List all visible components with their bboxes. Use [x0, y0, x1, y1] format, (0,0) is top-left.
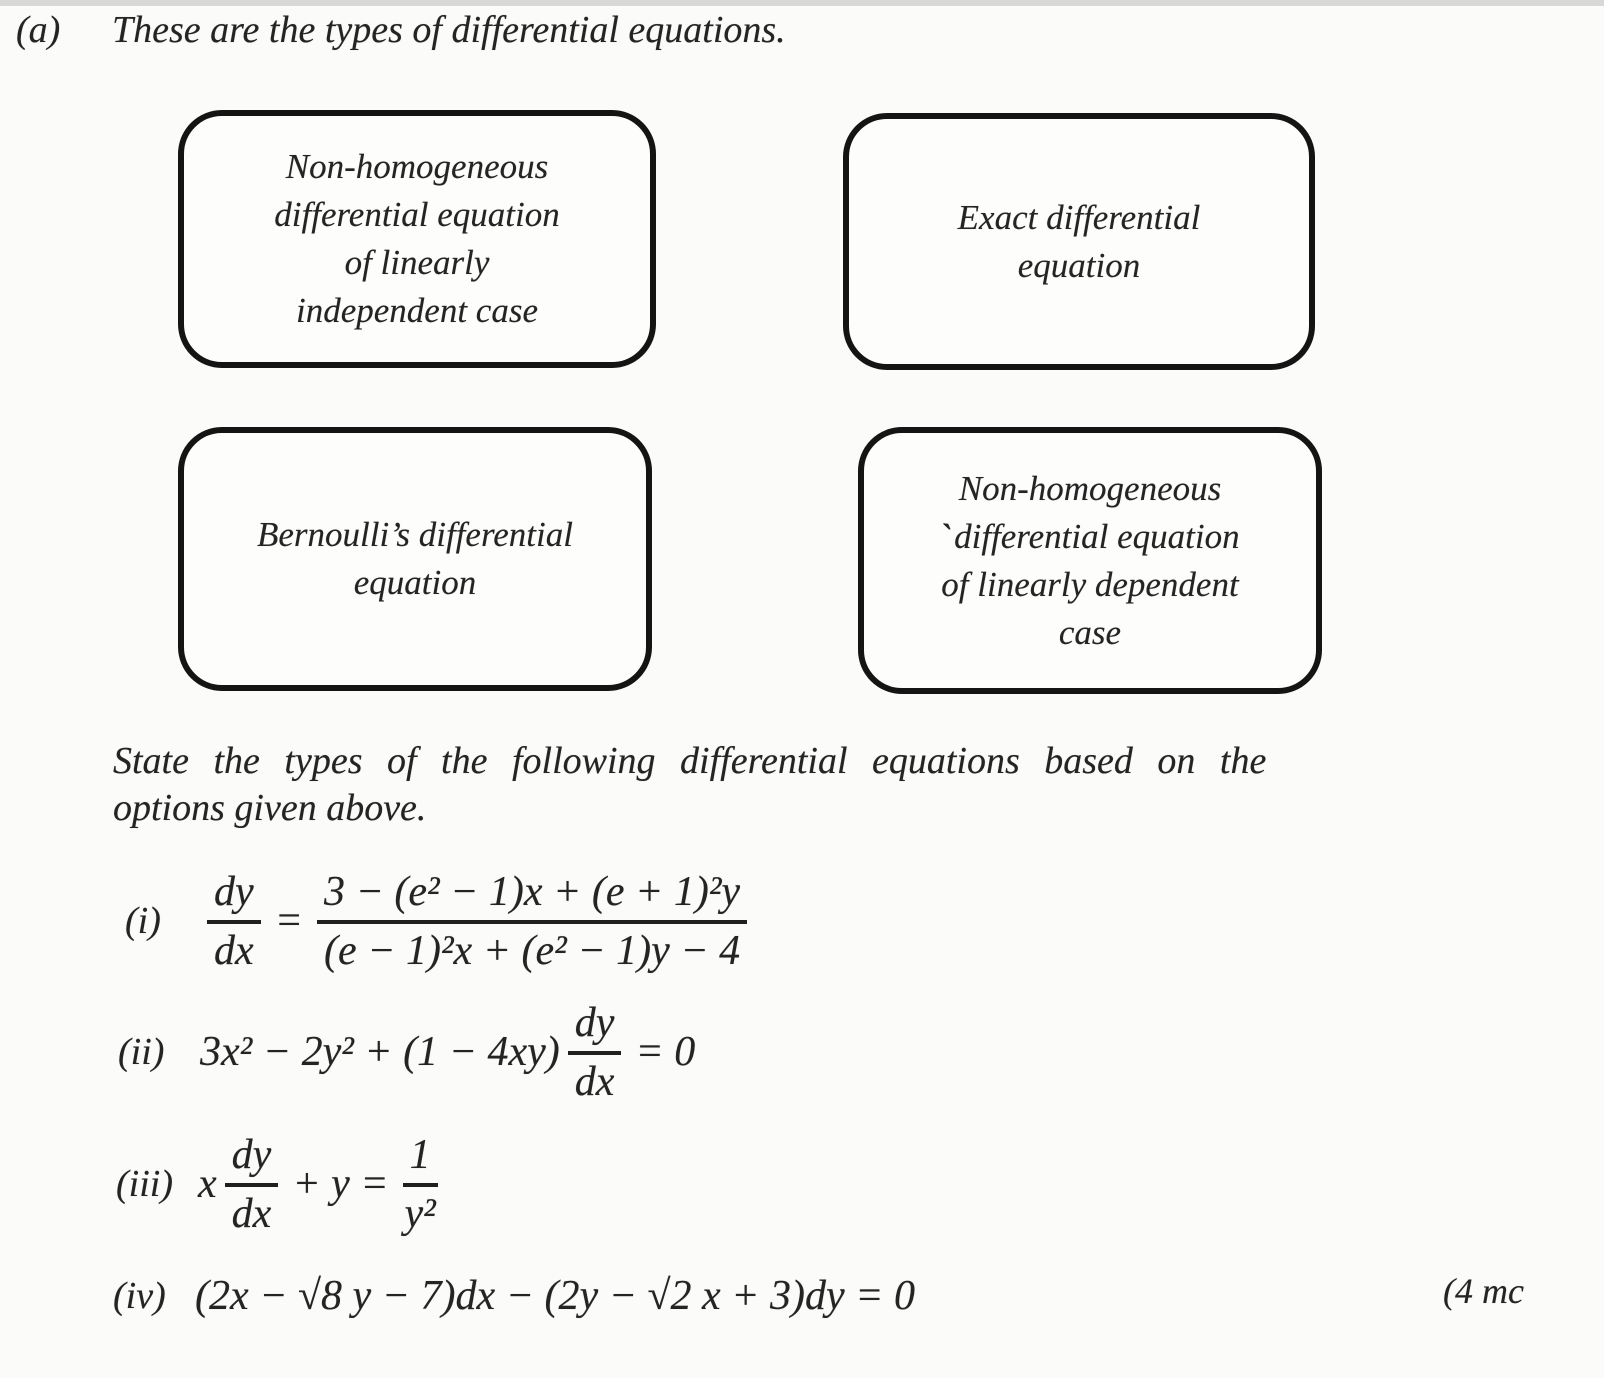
equation-iii-x-term: x [198, 1161, 217, 1207]
part-label: (a) [16, 9, 61, 51]
fraction-rhs: 3 − (e² − 1)x + (e + 1)²y (e − 1)²x + (e… [317, 868, 748, 975]
option-box-line: Bernoulli’s differential [257, 515, 573, 554]
scan-edge-bar [0, 0, 1604, 6]
equation-iv-expression: (2x − √8 y − 7)dx − (2y − √2 x + 3)dy = … [195, 1273, 915, 1319]
marks-note: (4 mc [1443, 1271, 1524, 1311]
equation-iii-label: (iii) [116, 1163, 173, 1205]
option-box-line: of linearly dependent [941, 564, 1239, 604]
equation-iv-label: (iv) [113, 1275, 166, 1317]
option-box-line: case [1058, 612, 1122, 652]
equation-ii-lhs: 3x² − 2y² + (1 − 4xy) [200, 1029, 560, 1075]
equation-ii-label: (ii) [118, 1031, 165, 1073]
option-box-line: independent case [296, 291, 538, 330]
question-header: (a) These are the types of differential … [16, 8, 786, 52]
option-box-exact: Exact differential equation [843, 113, 1315, 370]
option-box-line: `differential equation [937, 513, 1240, 561]
fraction-denominator: dx [214, 927, 254, 974]
instruction-line: State the types of the following differe… [113, 740, 1267, 782]
fraction-numerator: dy [567, 999, 622, 1055]
equation-i: (i) dy dx = 3 − (e² − 1)x + (e + 1)²y (e… [125, 852, 748, 990]
fraction-numerator: 3 − (e² − 1)x + (e + 1)²y [317, 868, 748, 924]
equation-iv: (iv) (2x − √8 y − 7)dx − (2y − √2 x + 3)… [113, 1264, 915, 1328]
fraction-dy-dx: dy dx [567, 999, 622, 1106]
fraction-numerator: dy [207, 868, 261, 924]
fraction-numerator: dy [224, 1131, 279, 1187]
option-box-line: of linearly [344, 243, 490, 282]
equation-iii-middle: + y = [292, 1161, 389, 1207]
option-box-line: Non-homogeneous [285, 147, 549, 186]
intro-text: These are the types of differential equa… [112, 9, 786, 51]
fraction-dy-dx: dy dx [224, 1131, 279, 1238]
option-box-line: equation [353, 563, 477, 602]
option-box-line: Exact differential [957, 197, 1201, 237]
option-box-line-text: differential equation [954, 516, 1240, 556]
option-box-line: equation [1017, 245, 1141, 285]
equation-i-label: (i) [125, 900, 161, 942]
equals-sign: = [274, 898, 303, 944]
option-box-line: differential equation [274, 195, 560, 234]
fraction-denominator: dx [574, 1058, 615, 1105]
fraction-dy-dx: dy dx [207, 868, 261, 975]
fraction-denominator: dx [231, 1190, 272, 1237]
option-box-nonhomogeneous-dependent: Non-homogeneous `differential equation o… [858, 427, 1322, 694]
fraction-numerator: 1 [402, 1131, 438, 1187]
equation-ii-rhs: = 0 [635, 1029, 696, 1075]
option-box-line: Non-homogeneous [958, 468, 1222, 508]
option-box-nonhomogeneous-independent: Non-homogeneous differential equation of… [178, 110, 656, 368]
equation-ii: (ii) 3x² − 2y² + (1 − 4xy) dy dx = 0 [118, 993, 695, 1111]
instruction-line: options given above. [113, 787, 427, 829]
instruction-paragraph: State the types of the following differe… [113, 738, 1358, 832]
fraction-one-over-y-squared: 1 y² [402, 1131, 438, 1238]
option-box-bernoulli: Bernoulli’s differential equation [178, 427, 652, 691]
equation-iii: (iii) x dy dx + y = 1 y² [116, 1116, 438, 1252]
fraction-denominator: y² [404, 1190, 436, 1237]
fraction-denominator: (e − 1)²x + (e² − 1)y − 4 [324, 927, 741, 974]
stray-tick-mark: ` [937, 515, 955, 557]
